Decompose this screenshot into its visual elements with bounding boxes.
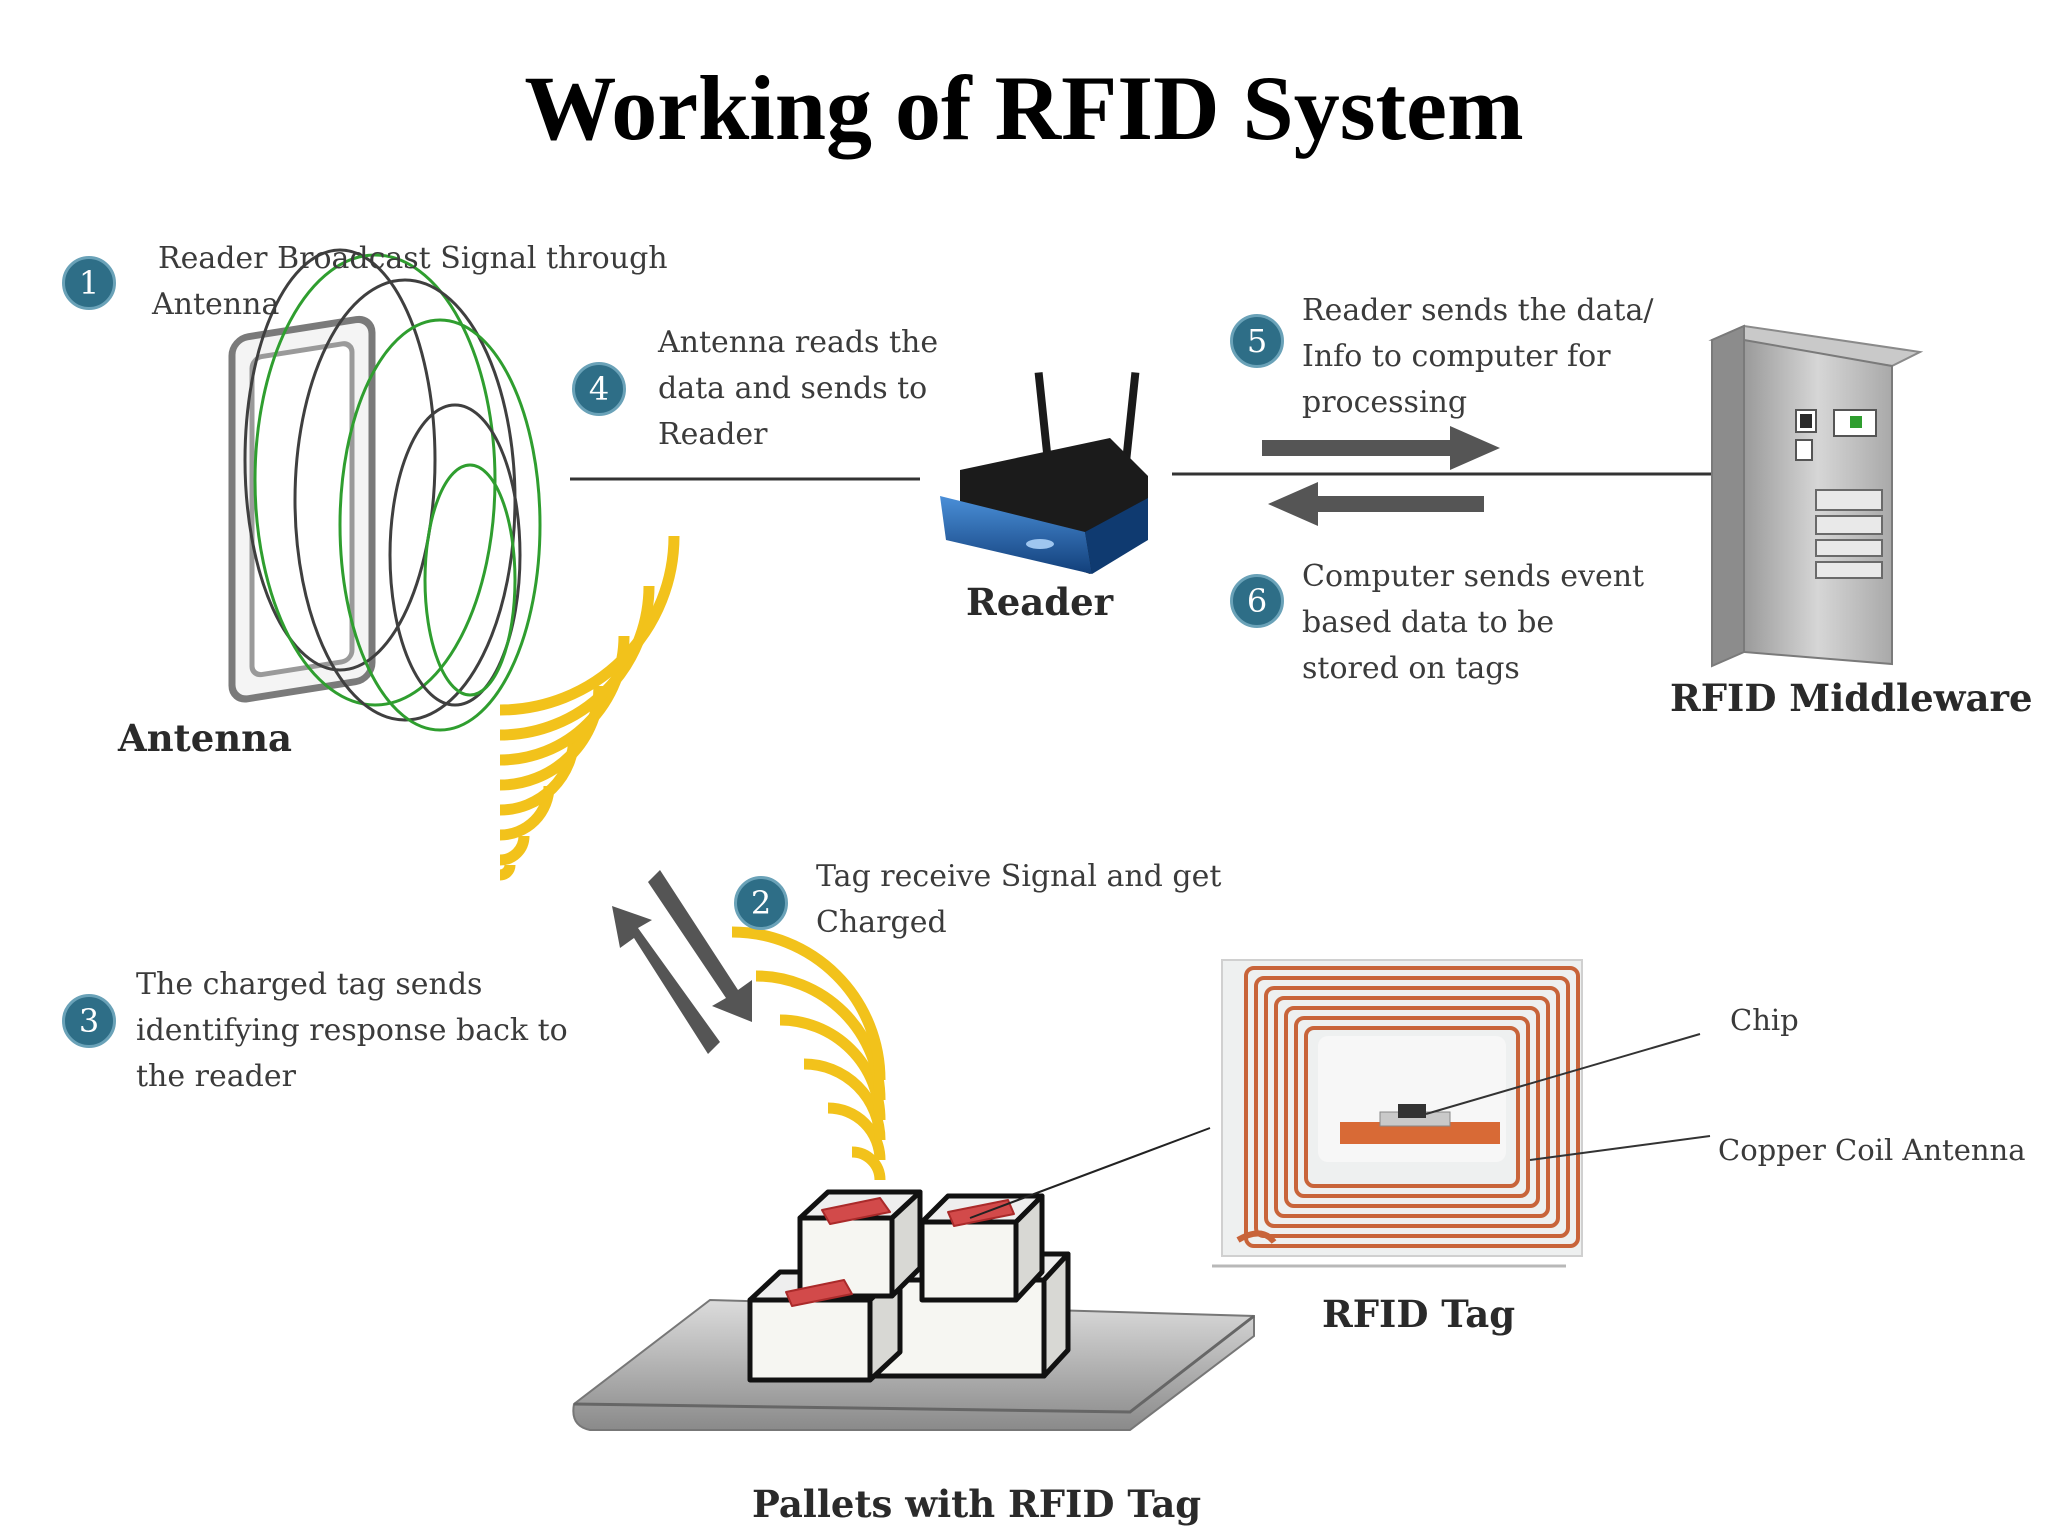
- step-2-text-line-2: Charged: [816, 905, 947, 940]
- rfid-tag-label: RFID Tag: [1322, 1292, 1516, 1336]
- chip-pointer-line: [1425, 1033, 1701, 1115]
- antenna-label: Antenna: [118, 716, 293, 760]
- step-2-badge: 2: [734, 876, 788, 930]
- step-6-text-line-1: Computer sends event: [1302, 559, 1645, 594]
- rfid-tag-icon: [1212, 959, 1583, 1268]
- step-5-text-line-3: processing: [1302, 385, 1468, 420]
- tag-signal-arrows: [612, 870, 752, 1054]
- copper-coil-label: Copper Coil Antenna: [1718, 1133, 2026, 1167]
- step-4-text-line-1: Antenna reads the: [658, 325, 939, 360]
- tag-pointer-line: [969, 1127, 1211, 1219]
- step-2-text-line-1: Tag receive Signal and get: [816, 859, 1222, 894]
- step-5-text-line-2: Info to computer for: [1302, 339, 1611, 374]
- wifi-router-icon: [940, 372, 1148, 574]
- step-6-text-line-3: stored on tags: [1302, 651, 1520, 686]
- data-flow-arrows: [1262, 426, 1500, 526]
- step-6-badge: 6: [1230, 574, 1284, 628]
- signal-waves-icon: [731, 926, 886, 1181]
- page-title: Working of RFID System: [524, 57, 1524, 159]
- antenna-field-icon: [243, 248, 542, 732]
- antenna-icon: [228, 315, 376, 703]
- step-5-text-line-1: Reader sends the data/: [1302, 293, 1654, 328]
- step-3-text-line-3: the reader: [136, 1059, 296, 1094]
- step-4-text-line-3: Reader: [658, 417, 768, 452]
- pallets-label: Pallets with RFID Tag: [752, 1482, 1202, 1526]
- pallet-boxes-icon: [747, 1189, 1071, 1383]
- step-3-text-line-2: identifying response back to: [136, 1013, 568, 1048]
- middleware-label: RFID Middleware: [1670, 676, 2033, 720]
- chip-label: Chip: [1730, 1003, 1799, 1037]
- step-4-text-line-2: data and sends to: [658, 371, 928, 406]
- signal-waves-icon: [499, 535, 680, 881]
- coil-pointer-line: [1529, 1135, 1711, 1161]
- step-4-badge: 4: [572, 362, 626, 416]
- step-1-text-line-1: Reader Broadcast Signal through: [158, 241, 668, 276]
- step-6-text-line-2: based data to be: [1302, 605, 1555, 640]
- reader-label: Reader: [966, 580, 1114, 624]
- computer-tower-icon: [1708, 324, 1924, 668]
- step-1-badge: 1: [62, 256, 116, 310]
- step-1-text-line-2: Antenna: [152, 287, 280, 322]
- step-3-text-line-1: The charged tag sends: [136, 967, 483, 1002]
- step-5-badge: 5: [1230, 314, 1284, 368]
- step-3-badge: 3: [62, 994, 116, 1048]
